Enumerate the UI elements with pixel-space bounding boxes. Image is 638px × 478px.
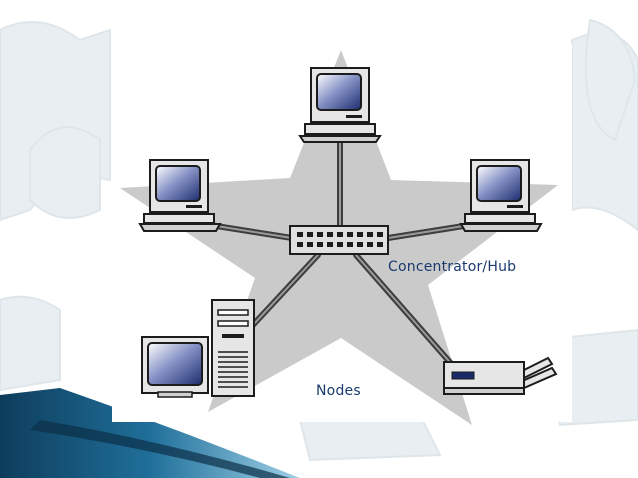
bottom-left-computer <box>141 299 255 398</box>
accent-bar <box>0 388 300 478</box>
hub <box>289 225 389 255</box>
left-computer <box>138 159 222 232</box>
top-computer <box>298 67 382 143</box>
right-computer <box>459 159 543 232</box>
printer <box>443 356 558 395</box>
nodes-label: Nodes <box>316 383 361 399</box>
hub-label: Concentrator/Hub <box>388 259 517 275</box>
